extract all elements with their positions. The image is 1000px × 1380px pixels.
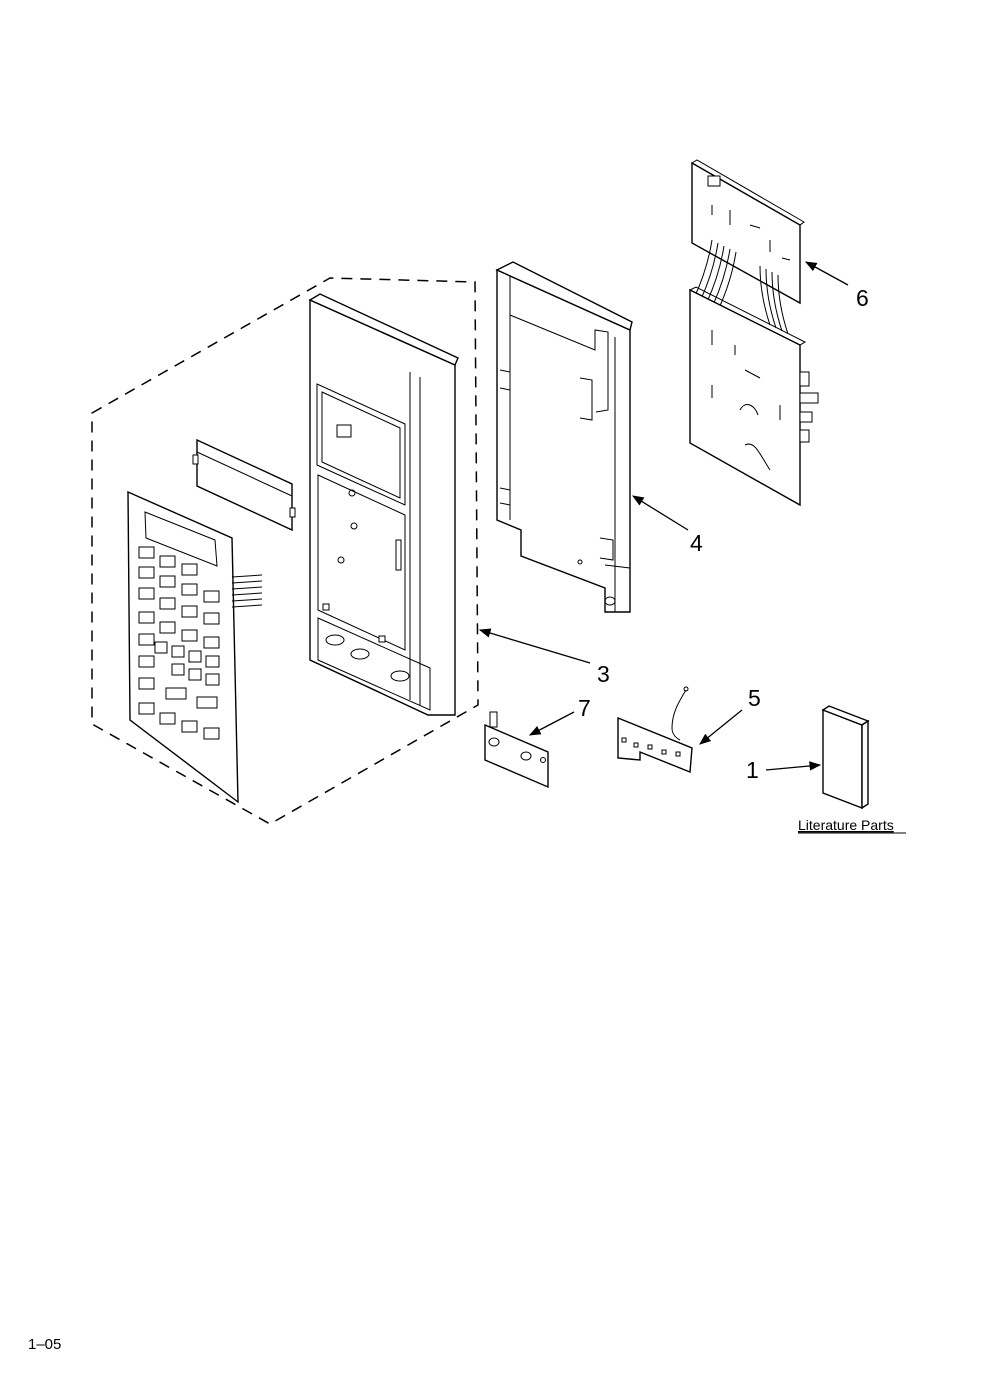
leader-line-7 <box>528 711 575 736</box>
keypad-membrane <box>127 490 263 804</box>
literature-parts-booklet <box>821 705 870 810</box>
leader-line-4 <box>632 495 689 531</box>
upper-circuit-board <box>691 159 805 305</box>
leader-line-3 <box>478 628 591 664</box>
wired-bracket-item-5 <box>617 686 693 774</box>
control-panel-frame <box>308 293 459 716</box>
mounting-bracket <box>495 261 633 613</box>
leader-line-5 <box>699 709 743 745</box>
leader-line-1 <box>765 761 822 771</box>
page-code: 1–05 <box>28 1336 62 1353</box>
callout-5: 5 <box>748 685 761 711</box>
small-bracket-item-7 <box>484 711 549 789</box>
callout-6: 6 <box>856 285 869 311</box>
callout-7: 7 <box>578 695 591 721</box>
assembly-dashed-outline <box>91 277 479 825</box>
callout-3: 3 <box>597 661 610 687</box>
leader-line-6 <box>804 261 849 286</box>
lower-circuit-board <box>688 286 819 507</box>
callout-4: 4 <box>690 530 703 556</box>
callout-1: 1 <box>746 757 759 783</box>
literature-parts-label: Literature Parts <box>798 817 894 833</box>
display-window <box>192 438 296 532</box>
